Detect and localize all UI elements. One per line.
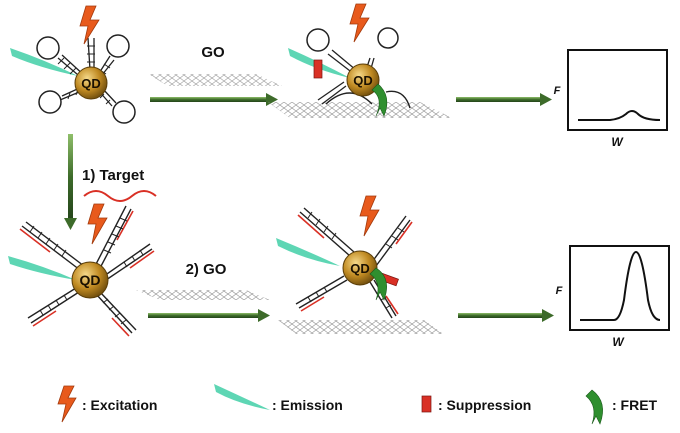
process-arrow <box>148 309 270 322</box>
quantum-dot <box>71 261 109 299</box>
lightning-icon <box>349 3 370 43</box>
qd-label: QD <box>353 73 373 88</box>
process-arrow <box>458 309 554 322</box>
plot-xlabel: W <box>611 135 624 149</box>
emission-streak <box>276 238 340 266</box>
quantum-dot <box>74 66 108 100</box>
qd-probe-free: QD <box>10 5 136 124</box>
step2-label: 2) GO <box>186 261 227 278</box>
emission-streak <box>8 256 76 280</box>
emission-streak <box>10 48 78 76</box>
legend-text: : Emission <box>272 397 343 413</box>
go-sheet <box>278 320 444 334</box>
spectrum-plot-low: F W <box>554 49 668 149</box>
legend-text: : Excitation <box>82 397 157 413</box>
plot-ylabel: F <box>554 85 561 97</box>
suppression-marker <box>313 59 323 79</box>
go-sheet <box>268 102 452 118</box>
qd-label: QD <box>81 76 101 91</box>
qd-probe-hybridized-on-go: QD <box>276 195 444 334</box>
legend-text: : Suppression <box>438 397 531 413</box>
plot-xlabel: W <box>612 335 625 349</box>
legend: : Excitation : Emission : Suppression : … <box>57 384 658 425</box>
qd-label: QD <box>80 272 101 288</box>
process-arrow <box>150 93 278 106</box>
emission-icon <box>214 384 270 410</box>
legend-item-emission: : Emission <box>214 384 343 413</box>
process-arrow-down <box>64 134 77 230</box>
plot-ylabel: F <box>556 285 563 297</box>
lightning-icon <box>57 385 77 423</box>
lightning-icon <box>87 203 108 245</box>
fret-arrow-icon <box>585 389 603 425</box>
quantum-dot <box>342 250 378 286</box>
process-arrow <box>456 93 552 106</box>
lightning-icon <box>79 5 100 45</box>
legend-text: : FRET <box>612 397 658 413</box>
suppression-icon <box>421 395 432 413</box>
qd-probe-hybridized: QD <box>8 203 155 337</box>
go-label-top: GO <box>201 44 225 61</box>
go-sheet <box>136 290 270 300</box>
target-strand <box>83 190 157 202</box>
quantum-dot <box>346 63 380 97</box>
legend-item-suppression: : Suppression <box>421 395 531 413</box>
spectrum-plot-high: F W <box>556 245 670 349</box>
legend-item-excitation: : Excitation <box>57 385 157 423</box>
legend-item-fret: : FRET <box>585 389 658 425</box>
fret-arrow <box>371 83 388 117</box>
step1-label: 1) Target <box>82 167 144 184</box>
qd-probe-on-go: QD <box>268 3 452 118</box>
fret-arrow <box>369 267 387 301</box>
lightning-icon <box>359 195 380 237</box>
go-sheet <box>148 74 282 86</box>
qd-label: QD <box>350 261 370 276</box>
